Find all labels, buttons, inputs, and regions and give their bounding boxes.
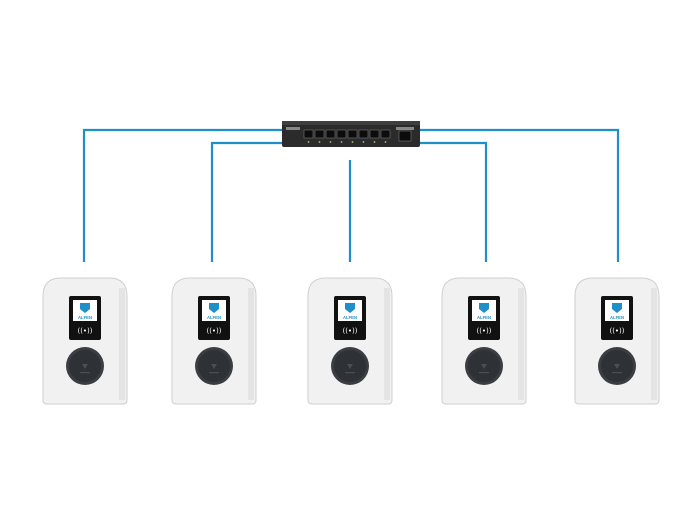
charger-4: ALFEN ((•)) <box>441 277 527 405</box>
charger-body <box>574 277 660 405</box>
port-led-7 <box>373 141 376 143</box>
rfid-icon: ((•)) <box>77 327 92 335</box>
port-led-5 <box>351 141 354 143</box>
ethernet-port-1 <box>303 129 314 139</box>
ethernet-port-5 <box>347 129 358 139</box>
socket-logo-icon <box>347 364 353 369</box>
socket-label <box>612 372 622 374</box>
port-led-3 <box>329 141 332 143</box>
ethernet-port-6 <box>358 129 369 139</box>
socket-label <box>209 372 219 374</box>
charger-body <box>441 277 527 405</box>
rfid-icon: ((•)) <box>609 327 624 335</box>
cable-5 <box>418 128 620 262</box>
display-brand-text: ALFEN <box>343 315 357 320</box>
alfen-logo-icon <box>612 303 622 313</box>
socket-label <box>479 372 489 374</box>
socket-label <box>345 372 355 374</box>
charger-side-shade <box>248 288 254 400</box>
socket-logo-icon <box>481 364 487 369</box>
charger-body <box>42 277 128 405</box>
switch-label-left <box>286 127 300 130</box>
cables-group <box>82 128 620 262</box>
cable-4 <box>418 141 488 262</box>
port-led-1 <box>307 141 310 143</box>
cable-1 <box>82 128 284 262</box>
display-brand-text: ALFEN <box>207 315 221 320</box>
charger-side-shade <box>651 288 657 400</box>
socket-logo-icon <box>82 364 88 369</box>
port-led-8 <box>384 141 387 143</box>
chargers-group: ALFEN ((•)) ALFEN ((•)) ALFEN ((•)) ALFEN ((•))… <box>42 277 660 405</box>
switch-label-right <box>396 127 414 130</box>
display-brand-text: ALFEN <box>610 315 624 320</box>
charger-3: ALFEN ((•)) <box>307 277 393 405</box>
alfen-logo-icon <box>479 303 489 313</box>
ethernet-port-8 <box>380 129 391 139</box>
socket-logo-icon <box>614 364 620 369</box>
socket-logo-icon <box>211 364 217 369</box>
port-led-2 <box>318 141 321 143</box>
ethernet-port-7 <box>369 129 380 139</box>
charger-body <box>171 277 257 405</box>
charger-5: ALFEN ((•)) <box>574 277 660 405</box>
charger-side-shade <box>384 288 390 400</box>
rfid-icon: ((•)) <box>476 327 491 335</box>
rfid-icon: ((•)) <box>342 327 357 335</box>
uplink-port <box>398 130 412 142</box>
switch-top-edge <box>282 121 420 125</box>
charger-2: ALFEN ((•)) <box>171 277 257 405</box>
charger-body <box>307 277 393 405</box>
cable-2 <box>210 141 284 262</box>
rfid-icon: ((•)) <box>206 327 221 335</box>
charger-1: ALFEN ((•)) <box>42 277 128 405</box>
display-brand-text: ALFEN <box>78 315 92 320</box>
port-led-6 <box>362 141 365 143</box>
ethernet-port-3 <box>325 129 336 139</box>
charger-side-shade <box>119 288 125 400</box>
port-led-4 <box>340 141 343 143</box>
charger-side-shade <box>518 288 524 400</box>
alfen-logo-icon <box>80 303 90 313</box>
ethernet-port-2 <box>314 129 325 139</box>
ethernet-port-4 <box>336 129 347 139</box>
socket-label <box>80 372 90 374</box>
network-switch <box>282 121 420 147</box>
alfen-logo-icon <box>345 303 355 313</box>
alfen-logo-icon <box>209 303 219 313</box>
display-brand-text: ALFEN <box>477 315 491 320</box>
